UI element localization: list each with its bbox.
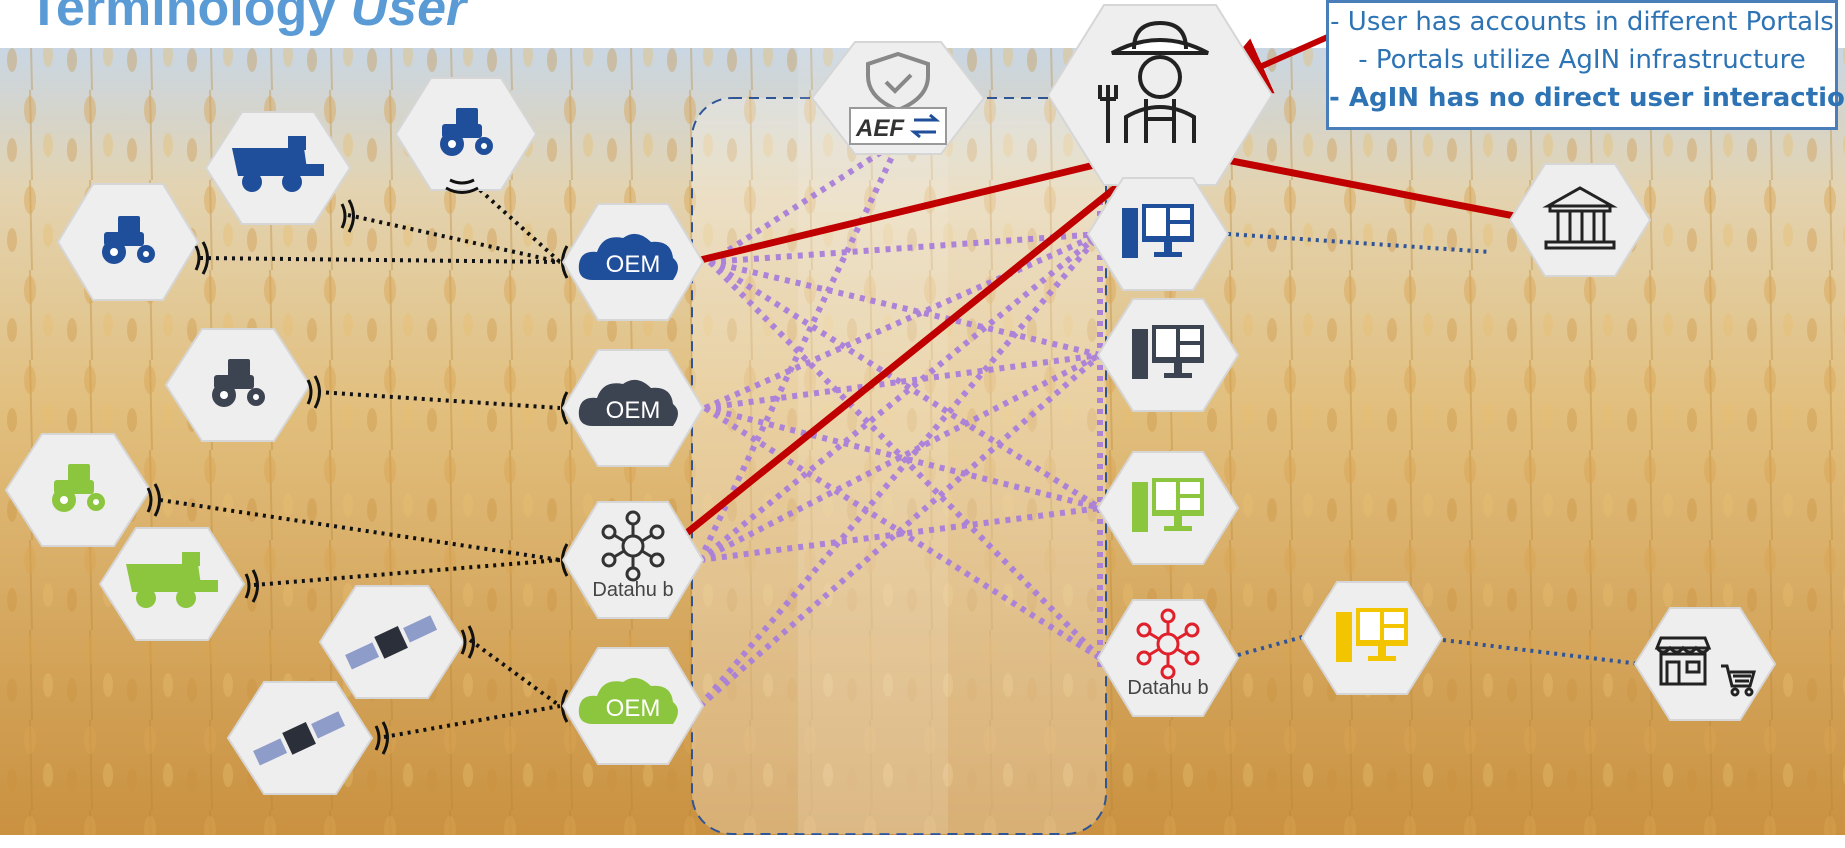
tractor-node-3 — [164, 328, 312, 442]
computer-icon — [1122, 204, 1194, 258]
signal-icons — [146, 178, 576, 755]
oem-node-blue: OEM — [561, 203, 705, 321]
computer-icon — [1132, 478, 1204, 532]
device-links — [159, 188, 562, 739]
datahub-node-right: Datahu b — [1096, 599, 1240, 717]
tractor-node-4 — [4, 433, 152, 547]
shop-icon — [1654, 636, 1712, 686]
oem-node-dark: OEM — [561, 349, 705, 467]
callout-box: - User has accounts in different Portals… — [1326, 0, 1845, 130]
satellite-node-1 — [318, 585, 466, 699]
government-node — [1508, 163, 1652, 277]
cloud-icon — [578, 379, 678, 426]
portal-node-dark — [1096, 298, 1240, 412]
computer-icon — [1336, 608, 1408, 662]
farmer-node — [1046, 4, 1274, 186]
aef-node: AEF — [810, 41, 986, 155]
hub-icon — [1136, 608, 1200, 680]
shop-node — [1633, 607, 1777, 721]
aef-label: AEF — [855, 115, 905, 142]
callout-line-3: - AgIN has no direct user interaction — [1329, 83, 1845, 113]
tractor-node-2 — [394, 77, 538, 191]
satellite-icon — [345, 615, 438, 670]
oem-label: OEM — [606, 251, 661, 278]
title-part-2: User — [350, 0, 467, 37]
shopping-cart-icon — [1721, 664, 1756, 697]
harvester-node-2 — [98, 527, 246, 641]
portal-node-blue — [1086, 177, 1230, 291]
datahub-node-left: Datahu b — [561, 501, 705, 619]
datahub-label: Datahu b — [1127, 677, 1208, 699]
callout-line-2: - Portals utilize AgIN infrastructure — [1358, 45, 1806, 75]
page-title: Terminology User — [28, 0, 466, 38]
oem-label: OEM — [606, 397, 661, 424]
cloud-icon — [578, 677, 678, 724]
datahub-label: Datahu b — [592, 579, 673, 601]
data-links — [697, 137, 1103, 709]
tractor-icon — [52, 464, 105, 512]
satellite-node-2 — [226, 681, 374, 795]
portal-links — [1227, 232, 1641, 666]
computer-icon — [1132, 325, 1204, 379]
farmer-icon — [1098, 20, 1209, 143]
tractor-icon — [102, 216, 155, 264]
oem-label: OEM — [606, 695, 661, 722]
portal-node-yellow — [1300, 581, 1444, 695]
tractor-node-1 — [56, 183, 200, 301]
harvester-icon — [232, 136, 324, 192]
title-part-1: Terminology — [28, 0, 351, 37]
tractor-icon — [440, 108, 493, 156]
harvester-icon — [126, 552, 218, 608]
government-building-icon — [1542, 186, 1618, 250]
cloud-icon — [578, 233, 678, 280]
tractor-icon — [212, 359, 265, 407]
portal-node-green — [1096, 451, 1240, 565]
callout-line-1: - User has accounts in different Portals — [1330, 7, 1834, 37]
oem-node-green: OEM — [561, 647, 705, 765]
satellite-icon — [253, 711, 346, 766]
hub-icon — [601, 510, 665, 582]
harvester-node-1 — [204, 111, 352, 225]
